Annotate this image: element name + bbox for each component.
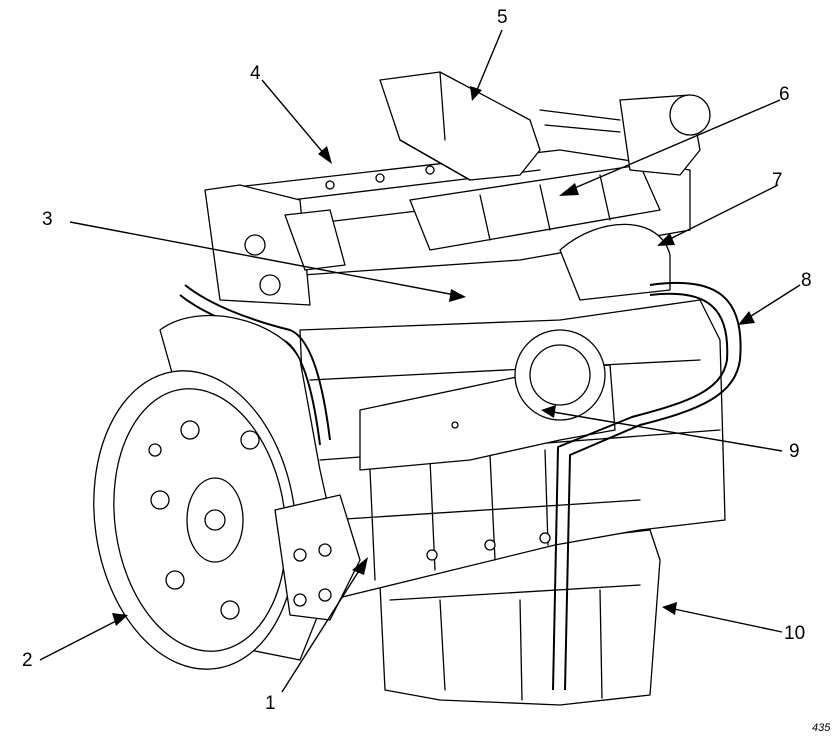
callout-1: 1	[265, 693, 276, 714]
flywheel	[93, 370, 297, 670]
figure-id: 435	[812, 722, 831, 734]
leader-8	[747, 284, 801, 319]
arrowhead-8	[738, 311, 755, 325]
arrowhead-6	[559, 183, 579, 196]
arrowhead-9	[541, 405, 556, 418]
arrowhead-3	[449, 289, 466, 302]
arrowhead-1	[352, 557, 368, 575]
callout-5: 5	[497, 7, 508, 28]
callout-7: 7	[772, 170, 783, 191]
leader-1	[281, 565, 363, 693]
leader-7	[667, 184, 779, 241]
coolant-tube	[552, 281, 742, 691]
front-bracket	[204, 184, 346, 306]
callout-4: 4	[250, 63, 261, 84]
callout-9: 9	[789, 441, 800, 462]
callout-2: 2	[22, 650, 33, 671]
leader-6	[569, 99, 781, 191]
callout-10: 10	[784, 623, 806, 644]
air-intake	[379, 71, 541, 181]
leader-2	[39, 619, 119, 661]
exhaust-manifold	[409, 164, 661, 251]
intake-manifold	[359, 329, 616, 471]
leader-4	[261, 79, 326, 156]
leader-10	[673, 608, 783, 633]
callout-6: 6	[779, 84, 790, 105]
arrowhead-5	[470, 86, 482, 101]
leader-5	[476, 29, 503, 91]
callout-8: 8	[801, 270, 812, 291]
leader-3	[69, 221, 456, 296]
leader-lines	[39, 29, 801, 693]
arrowhead-7	[657, 233, 675, 246]
leader-9	[552, 411, 783, 452]
arrowhead-2	[112, 613, 128, 626]
arrowhead-10	[662, 602, 677, 615]
arrowhead-4	[318, 146, 332, 164]
callout-3: 3	[42, 209, 53, 230]
engine-mount	[274, 494, 361, 621]
turbocharger	[539, 94, 711, 301]
